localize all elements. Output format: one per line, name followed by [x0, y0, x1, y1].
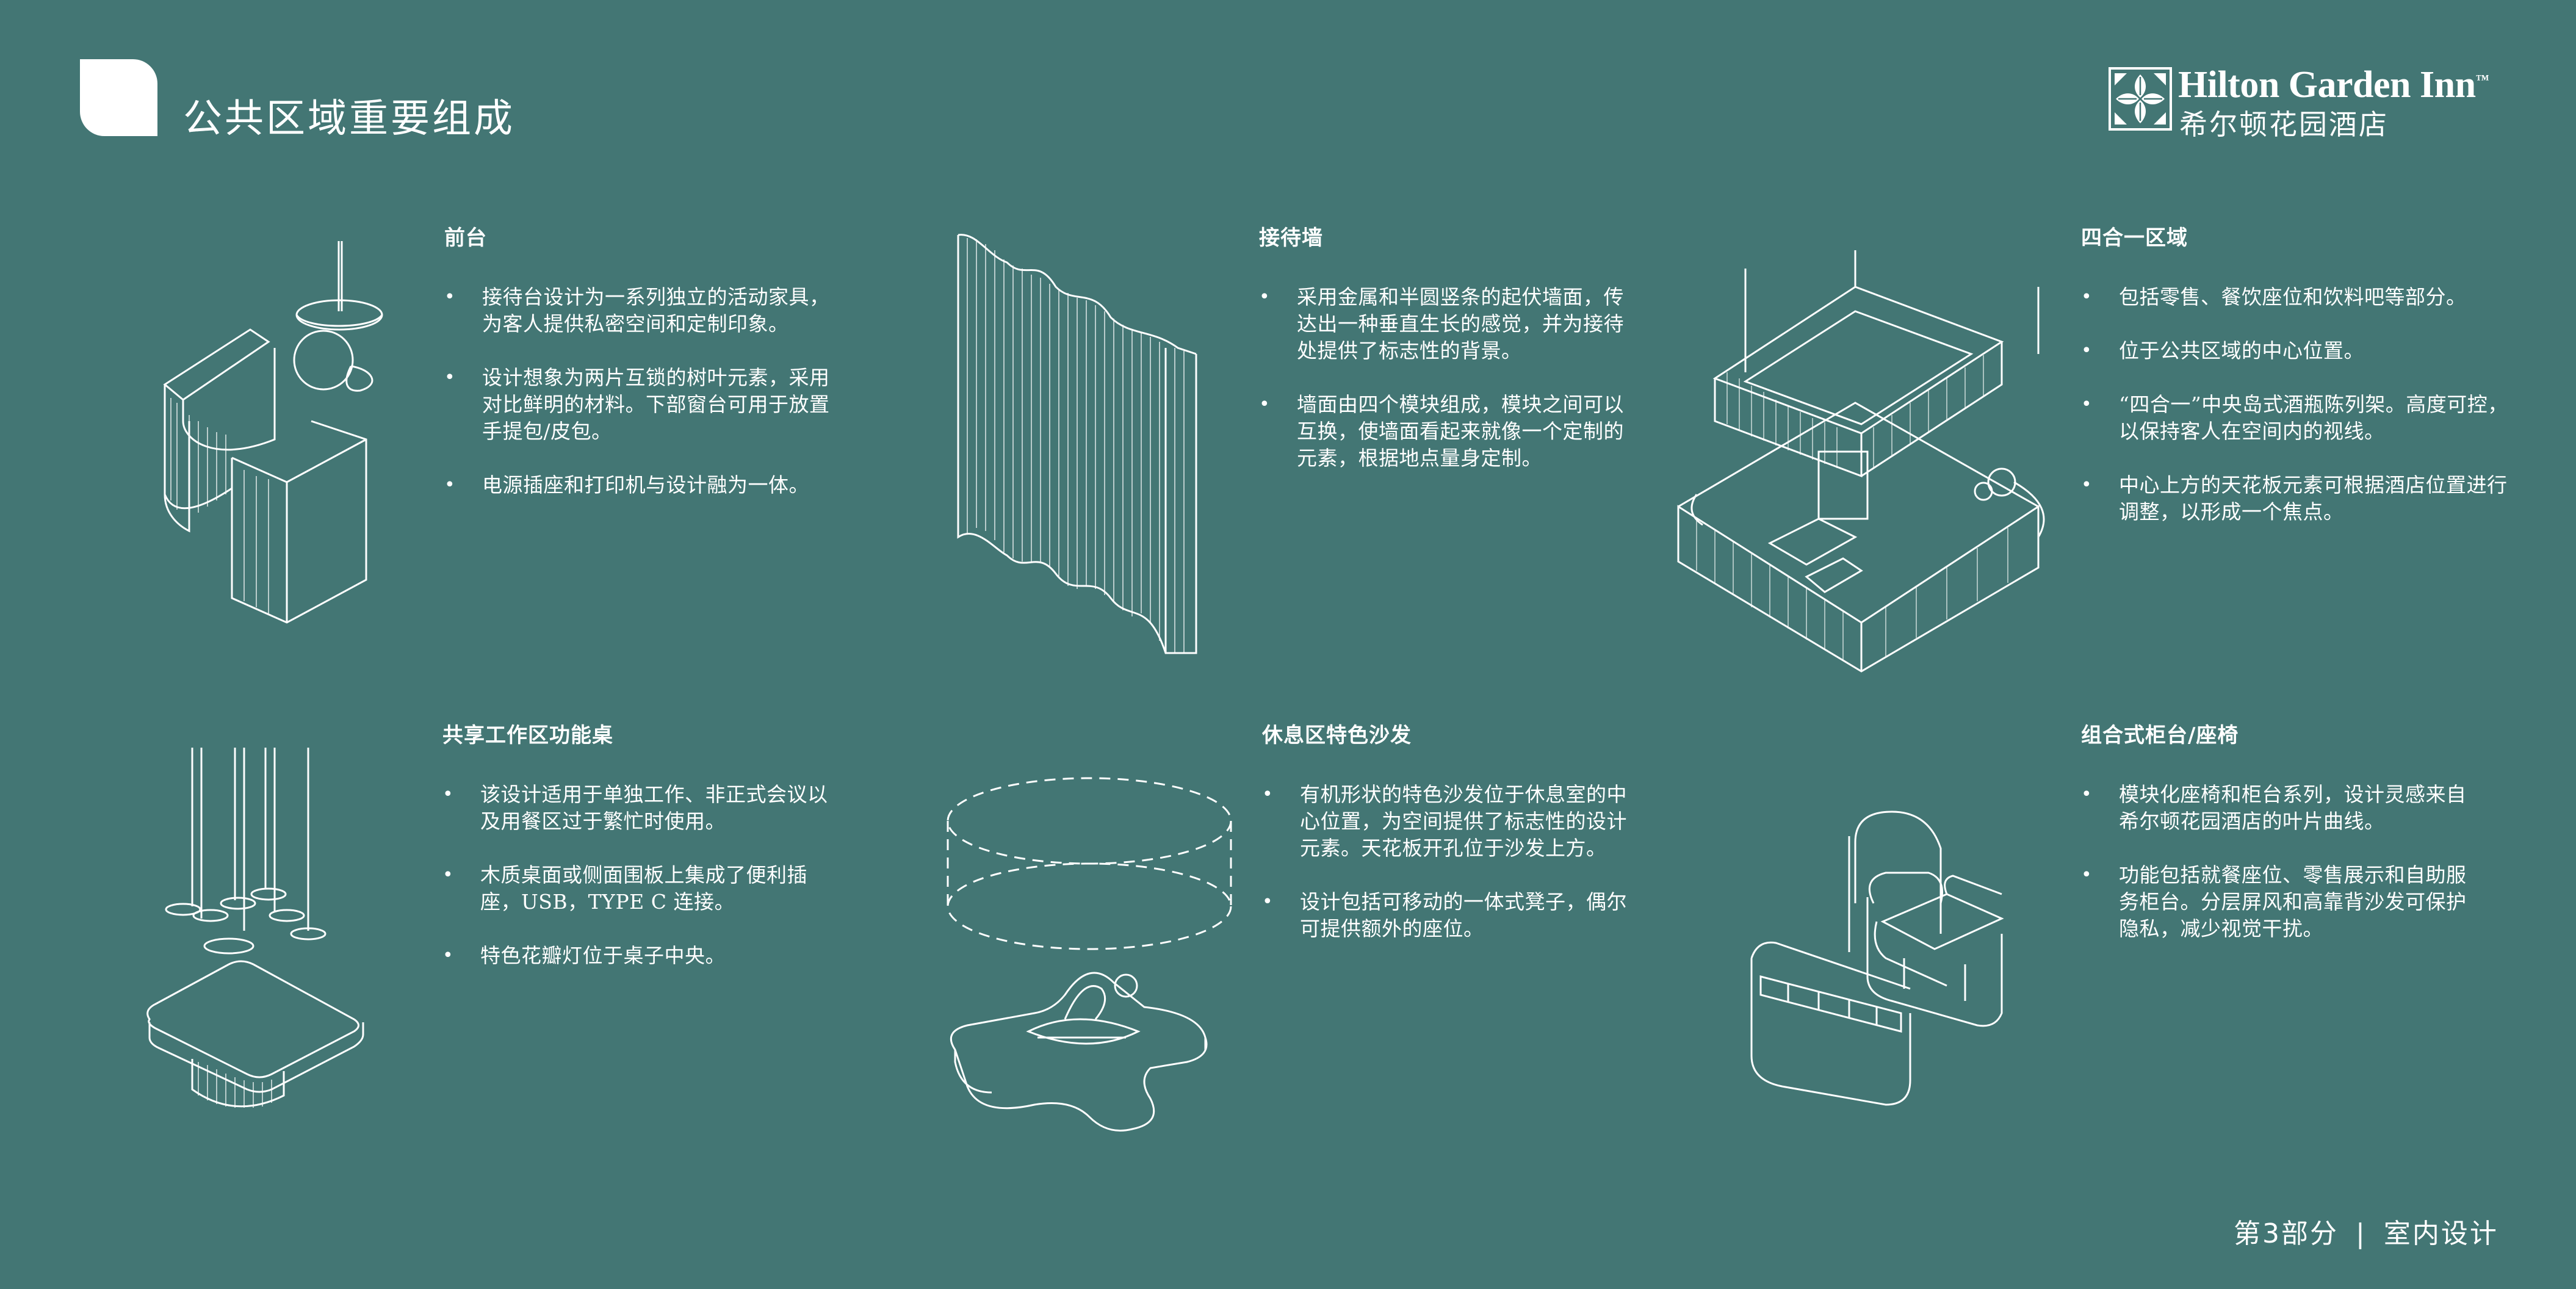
list-item: 墙面由四个模块组成，模块之间可以互换，使墙面看起来就像一个定制的元素，根据地点量… [1259, 391, 1637, 472]
list-item: 包括零售、餐饮座位和饮料吧等部分。 [2081, 284, 2508, 311]
bullet-list: 模块化座椅和柜台系列，设计灵感来自希尔顿花园酒店的叶片曲线。 功能包括就餐座位、… [2081, 781, 2472, 942]
footer-chapter: 室内设计 [2383, 1218, 2498, 1249]
bullet-list: 采用金属和半圆竖条的起伏墙面，传达出一种垂直生长的感觉，并为接待处提供了标志性的… [1259, 284, 1637, 472]
four-in-one-area-illustration [1660, 250, 2069, 673]
bullet-list: 接待台设计为一系列独立的活动家具，为客人提供私密空间和定制印象。 设计想象为两片… [444, 284, 841, 499]
section-modular-seating: 组合式柜台/座椅 模块化座椅和柜台系列，设计灵感来自希尔顿花园酒店的叶片曲线。 … [2081, 718, 2472, 969]
section-front-desk: 前台 接待台设计为一系列独立的活动家具，为客人提供私密空间和定制印象。 设计想象… [444, 221, 841, 525]
list-item: 中心上方的天花板元素可根据酒店位置进行调整，以形成一个焦点。 [2081, 472, 2508, 525]
bullet-list: 该设计适用于单独工作、非正式会议以及用餐区过于繁忙时使用。 木质桌面或侧面围板上… [442, 781, 845, 969]
bullet-list: 有机形状的特色沙发位于休息室的中心位置，为空间提供了标志性的设计元素。天花板开孔… [1262, 781, 1628, 942]
brand-name-cn: 希尔顿花园酒店 [2179, 108, 2389, 141]
leaf-logo-icon [2109, 67, 2172, 131]
list-item: 木质桌面或侧面围板上集成了便利插座，USB，TYPE C 连接。 [442, 862, 845, 915]
list-item: 有机形状的特色沙发位于休息室的中心位置，为空间提供了标志性的设计元素。天花板开孔… [1262, 781, 1628, 862]
section-heading: 前台 [444, 226, 487, 250]
corner-tab-mark [80, 59, 157, 136]
front-desk-illustration [140, 238, 384, 629]
list-item: “四合一”中央岛式酒瓶陈列架。高度可控，以保持客人在空间内的视线。 [2081, 391, 2508, 445]
lounge-sofa-illustration [943, 775, 1236, 1141]
list-item: 接待台设计为一系列独立的活动家具，为客人提供私密空间和定制印象。 [444, 284, 841, 338]
section-heading: 休息区特色沙发 [1262, 723, 1412, 748]
list-item: 模块化座椅和柜台系列，设计灵感来自希尔顿花园酒店的叶片曲线。 [2081, 781, 2472, 835]
list-item: 该设计适用于单独工作、非正式会议以及用餐区过于繁忙时使用。 [442, 781, 845, 835]
section-coworking-table: 共享工作区功能桌 该设计适用于单独工作、非正式会议以及用餐区过于繁忙时使用。 木… [442, 718, 845, 996]
footer-separator: | [2356, 1218, 2367, 1249]
section-reception-wall: 接待墙 采用金属和半圆竖条的起伏墙面，传达出一种垂直生长的感觉，并为接待处提供了… [1259, 221, 1637, 499]
list-item: 特色花瓣灯位于桌子中央。 [442, 942, 845, 969]
list-item: 电源插座和打印机与设计融为一体。 [444, 472, 841, 499]
page-footer: 第3部分 | 室内设计 [2234, 1211, 2498, 1251]
section-heading: 接待墙 [1259, 226, 1323, 250]
reception-wall-illustration [952, 232, 1208, 659]
section-lounge-sofa: 休息区特色沙发 有机形状的特色沙发位于休息室的中心位置，为空间提供了标志性的设计… [1262, 718, 1628, 969]
list-item: 设计想象为两片互锁的树叶元素，采用对比鲜明的材料。下部窗台可用于放置手提包/皮包… [444, 364, 841, 445]
section-heading: 共享工作区功能桌 [442, 723, 613, 748]
coworking-table-illustration [137, 748, 369, 1120]
list-item: 功能包括就餐座位、零售展示和自助服务柜台。分层屏风和高靠背沙发可保护隐私，减少视… [2081, 862, 2472, 942]
list-item: 设计包括可移动的一体式凳子，偶尔可提供额外的座位。 [1262, 889, 1628, 942]
list-item: 采用金属和半圆竖条的起伏墙面，传达出一种垂直生长的感觉，并为接待处提供了标志性的… [1259, 284, 1637, 364]
brand-name-en: Hilton Garden Inn™ [2178, 64, 2489, 106]
page-title: 公共区域重要组成 [183, 96, 515, 142]
modular-seating-illustration [1745, 811, 2063, 1111]
footer-part: 第3部分 [2234, 1218, 2339, 1249]
list-item: 位于公共区域的中心位置。 [2081, 338, 2508, 364]
section-heading: 四合一区域 [2081, 226, 2188, 250]
section-heading: 组合式柜台/座椅 [2081, 723, 2239, 748]
bullet-list: 包括零售、餐饮座位和饮料吧等部分。 位于公共区域的中心位置。 “四合一”中央岛式… [2081, 284, 2508, 525]
section-four-in-one: 四合一区域 包括零售、餐饮座位和饮料吧等部分。 位于公共区域的中心位置。 “四合… [2081, 221, 2508, 552]
hilton-garden-inn-logo: Hilton Garden Inn™ 希尔顿花园酒店 [2109, 64, 2511, 141]
